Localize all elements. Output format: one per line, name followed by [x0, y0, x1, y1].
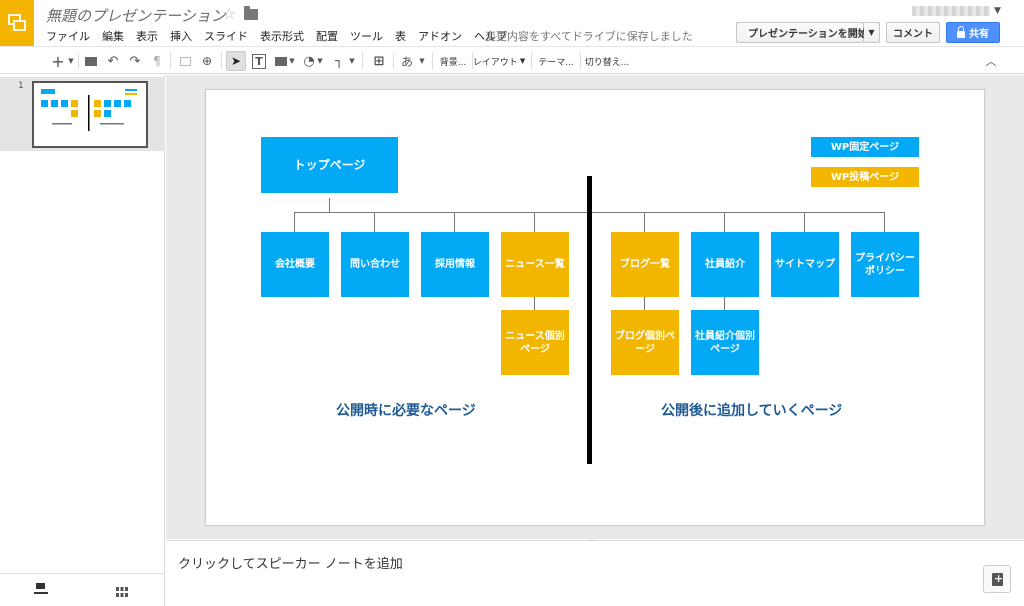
- caption-later-pages[interactable]: 公開後に追加していくページ: [661, 403, 843, 419]
- menu-bar: ファイル 編集 表示 挿入 スライド 表示形式 配置 ツール 表 アドオン ヘル…: [40, 28, 513, 44]
- account-caret-icon[interactable]: ▼: [994, 6, 1001, 16]
- line-icon[interactable]: ┐: [335, 53, 343, 69]
- menu-format[interactable]: 表示形式: [260, 30, 304, 43]
- redo-icon[interactable]: ↷: [129, 53, 141, 69]
- paint-format-icon[interactable]: ¶: [153, 54, 161, 68]
- speaker-notes-panel[interactable]: クリックしてスピーカー ノートを追加: [166, 540, 1024, 606]
- share-button-label: 共有: [969, 29, 989, 40]
- line-dropdown-icon[interactable]: ▼: [349, 57, 355, 65]
- caption-launch-pages[interactable]: 公開時に必要なページ: [336, 403, 476, 419]
- menu-table[interactable]: 表: [395, 30, 406, 43]
- menu-addons[interactable]: アドオン: [418, 30, 462, 43]
- lock-icon: [957, 25, 965, 38]
- menu-help[interactable]: ヘルプ: [474, 30, 507, 43]
- slides-logo[interactable]: [0, 0, 34, 46]
- grid-view-icon[interactable]: [116, 582, 130, 597]
- filmstrip-view-icon[interactable]: [34, 582, 48, 594]
- present-button-label: プレゼンテーションを開始: [748, 29, 868, 40]
- connector-line: [724, 297, 725, 310]
- share-button[interactable]: 共有: [946, 22, 1000, 43]
- blog-list-box[interactable]: ブログ一覧: [611, 232, 679, 297]
- theme-button[interactable]: テーマ...: [538, 57, 574, 68]
- text-box-icon[interactable]: T: [250, 51, 268, 71]
- connector-line: [374, 212, 375, 232]
- slide-thumbnail-preview: [41, 89, 137, 131]
- connector-line: [294, 212, 295, 232]
- menu-arrange[interactable]: 配置: [316, 30, 338, 43]
- new-slide-button[interactable]: +: [51, 51, 65, 71]
- connector-line: [329, 198, 330, 213]
- explore-icon[interactable]: [983, 565, 1011, 593]
- undo-icon[interactable]: ↶: [107, 53, 119, 69]
- filmstrip-footer: [0, 573, 165, 606]
- shape-dropdown-icon[interactable]: ▼: [317, 57, 323, 65]
- connector-line: [884, 212, 885, 232]
- section-divider[interactable]: [587, 176, 592, 464]
- blog-detail-box[interactable]: ブログ個別ページ: [611, 310, 679, 375]
- contact-box[interactable]: 問い合わせ: [341, 232, 409, 297]
- document-title[interactable]: 無題のプレゼンテーション: [46, 7, 226, 25]
- speaker-notes-placeholder[interactable]: クリックしてスピーカー ノートを追加: [178, 557, 403, 572]
- connector-line: [804, 212, 805, 232]
- zoom-fit-icon[interactable]: [176, 51, 194, 71]
- staff-detail-box[interactable]: 社員紹介個別ページ: [691, 310, 759, 375]
- layout-dropdown-icon: ▼: [519, 57, 526, 65]
- shape-icon[interactable]: ◔: [303, 53, 315, 69]
- menu-file[interactable]: ファイル: [46, 30, 90, 43]
- sitemap-box[interactable]: サイトマップ: [771, 232, 839, 297]
- zoom-icon[interactable]: ⊕: [201, 54, 213, 68]
- menu-tools[interactable]: ツール: [350, 30, 383, 43]
- connector-line: [644, 212, 645, 232]
- image-dropdown-icon[interactable]: ▼: [289, 57, 295, 65]
- present-dropdown-button[interactable]: ▼: [864, 22, 880, 43]
- toolbar: + ▼ ↶ ↷ ¶ ⊕ ➤ T ▼ ◔ ▼ ┐ ▼ ⊞ あ ▼ 背景... レイ…: [0, 46, 1024, 74]
- staff-box[interactable]: 社員紹介: [691, 232, 759, 297]
- connector-line: [644, 297, 645, 310]
- connector-line: [724, 212, 725, 232]
- slide-canvas[interactable]: トップページ WP固定ページ WP投稿ページ 会社概要 問い合わせ 採用情報 ニ…: [205, 89, 985, 526]
- menu-slide[interactable]: スライド: [204, 30, 248, 43]
- slide-thumbnail-row[interactable]: 1: [0, 77, 165, 151]
- menu-view[interactable]: 表示: [136, 30, 158, 43]
- menu-insert[interactable]: 挿入: [170, 30, 192, 43]
- layout-button[interactable]: レイアウト ▼: [472, 51, 526, 71]
- print-icon[interactable]: [82, 51, 100, 71]
- background-button[interactable]: 背景...: [439, 57, 467, 68]
- comment-button[interactable]: コメント: [886, 22, 940, 43]
- legend-post-page[interactable]: WP投稿ページ: [811, 167, 919, 187]
- slide-thumbnail[interactable]: [32, 81, 148, 148]
- select-tool-icon[interactable]: ➤: [226, 51, 246, 71]
- image-icon[interactable]: [272, 51, 290, 71]
- connector-line: [534, 212, 535, 232]
- menu-edit[interactable]: 編集: [102, 30, 124, 43]
- transition-button[interactable]: 切り替え...: [584, 57, 630, 68]
- news-detail-box[interactable]: ニュース個別ページ: [501, 310, 569, 375]
- star-icon[interactable]: ☆: [222, 4, 237, 23]
- insert-comment-icon[interactable]: ⊞: [373, 53, 385, 69]
- connector-line: [534, 297, 535, 310]
- legend-fixed-page[interactable]: WP固定ページ: [811, 137, 919, 157]
- account-name[interactable]: [912, 6, 990, 16]
- slide-number: 1: [18, 81, 24, 91]
- present-button[interactable]: プレゼンテーションを開始: [736, 22, 868, 43]
- slides-logo-icon: [8, 14, 26, 31]
- connector-line: [454, 212, 455, 232]
- input-tools-button[interactable]: あ: [400, 54, 413, 69]
- news-list-box[interactable]: ニュース一覧: [501, 232, 569, 297]
- recruit-box[interactable]: 採用情報: [421, 232, 489, 297]
- collapse-toolbar-icon[interactable]: ︿: [985, 55, 997, 68]
- company-box[interactable]: 会社概要: [261, 232, 329, 297]
- slide-filmstrip: 1: [0, 75, 165, 606]
- new-slide-dropdown-icon[interactable]: ▼: [68, 57, 74, 65]
- layout-button-label: レイアウト: [472, 57, 518, 68]
- save-status[interactable]: 変更内容をすべてドライブに保存しました: [485, 30, 693, 43]
- input-tools-dropdown-icon[interactable]: ▼: [419, 57, 425, 65]
- privacy-box[interactable]: プライバシーポリシー: [851, 232, 919, 297]
- top-page-box[interactable]: トップページ: [261, 137, 398, 193]
- folder-icon[interactable]: [244, 6, 258, 20]
